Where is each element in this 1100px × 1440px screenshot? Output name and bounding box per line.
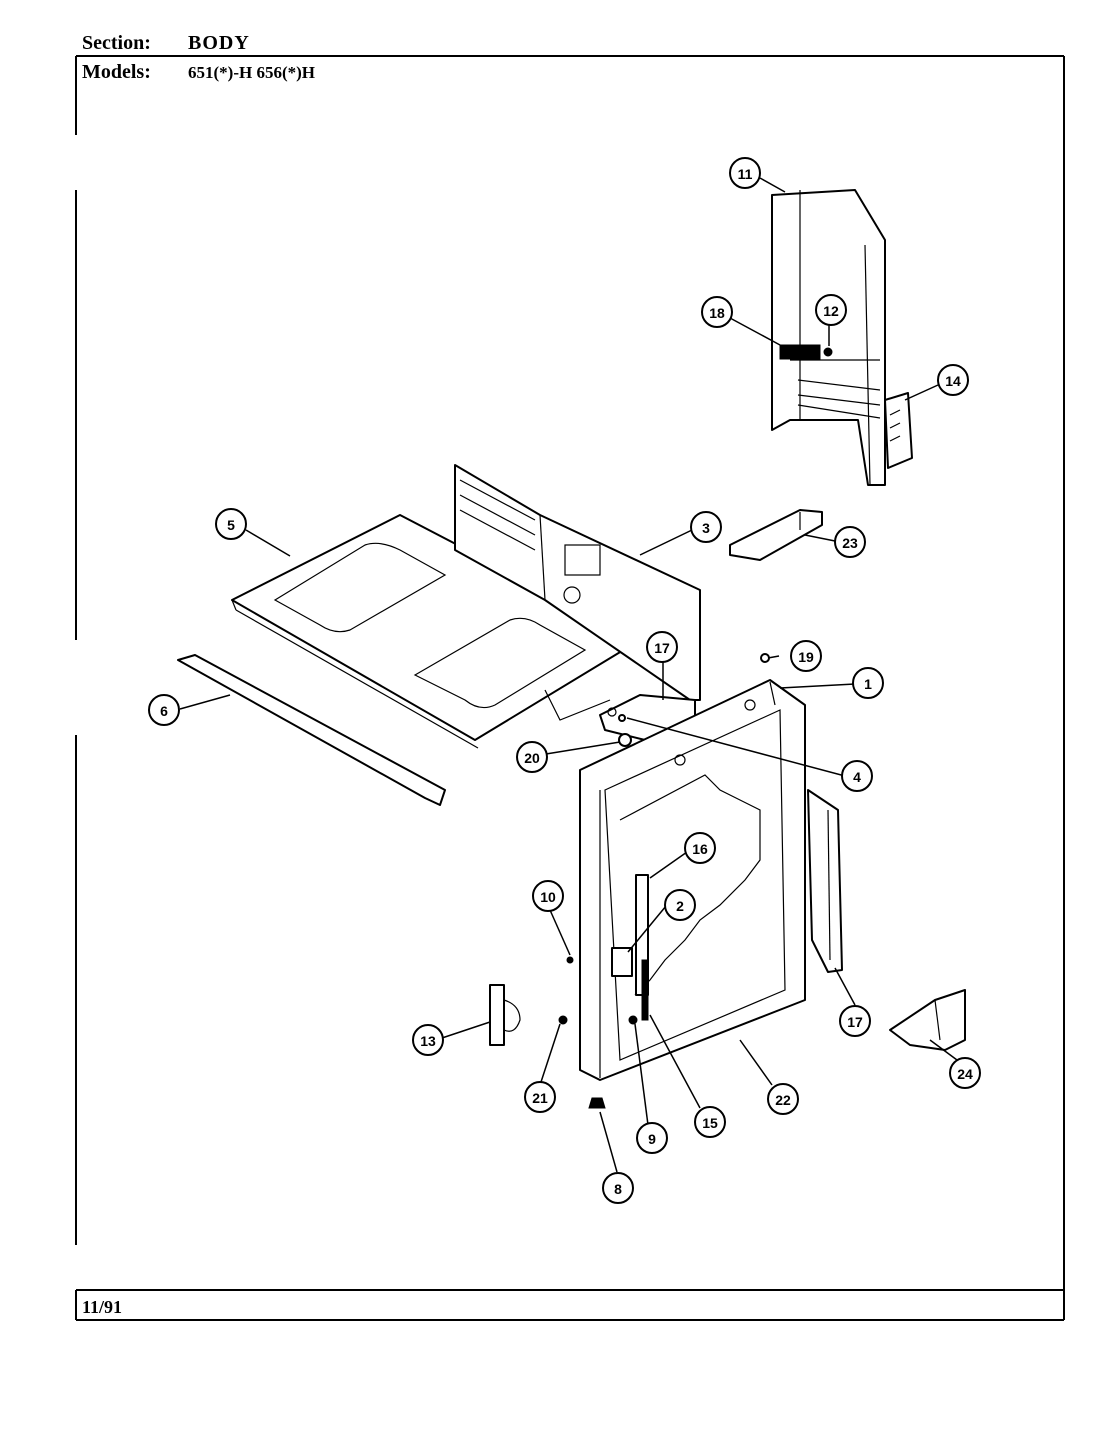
part-rear-panel	[771, 189, 913, 486]
callout-22: 22	[767, 1083, 799, 1115]
callout-label: 17	[654, 640, 670, 656]
callout-18: 18	[701, 296, 733, 328]
part-screw-10	[566, 956, 574, 964]
callout-6: 6	[148, 694, 180, 726]
callout-label: 24	[957, 1066, 973, 1082]
callout-10: 10	[532, 880, 564, 912]
callout-label: 2	[676, 898, 684, 914]
models-label: Models:	[82, 61, 151, 83]
section-label: Section:	[82, 32, 151, 54]
part-screw-19	[760, 653, 770, 663]
callout-17a: 17	[646, 631, 678, 663]
callout-label: 17	[847, 1014, 863, 1030]
callout-21: 21	[524, 1081, 556, 1113]
callout-1: 1	[852, 667, 884, 699]
callout-label: 22	[775, 1092, 791, 1108]
callout-label: 20	[524, 750, 540, 766]
callout-19: 19	[790, 640, 822, 672]
section-value: BODY	[188, 32, 250, 54]
part-rod-15	[641, 959, 649, 1021]
callout-5: 5	[215, 508, 247, 540]
callout-label: 9	[648, 1131, 656, 1147]
part-front-rail	[177, 654, 446, 806]
callout-label: 10	[540, 889, 556, 905]
part-hinge-13	[489, 984, 521, 1046]
callout-label: 16	[692, 841, 708, 857]
callout-3: 3	[690, 511, 722, 543]
footer-date: 11/91	[82, 1297, 123, 1317]
part-screw-9	[628, 1015, 638, 1025]
callout-label: 12	[823, 303, 839, 319]
callout-24: 24	[949, 1057, 981, 1089]
callout-12: 12	[815, 294, 847, 326]
callout-13: 13	[412, 1024, 444, 1056]
part-leg-8	[588, 1097, 606, 1109]
part-clip-2	[611, 947, 633, 977]
callout-label: 19	[798, 649, 814, 665]
part-bracket-24	[889, 989, 966, 1051]
callout-4: 4	[841, 760, 873, 792]
callout-label: 14	[945, 373, 961, 389]
callout-15: 15	[694, 1106, 726, 1138]
callout-8: 8	[602, 1172, 634, 1204]
callout-label: 11	[738, 166, 753, 182]
callout-label: 8	[614, 1181, 622, 1197]
callout-label: 15	[702, 1115, 718, 1131]
callout-label: 6	[160, 703, 168, 719]
callout-label: 18	[709, 305, 725, 321]
callout-17b: 17	[839, 1005, 871, 1037]
part-bracket-17-lower	[807, 789, 843, 973]
part-nut-21	[558, 1015, 568, 1025]
part-fitting-20	[618, 733, 632, 747]
part-bracket-23	[729, 509, 823, 561]
callout-label: 23	[842, 535, 858, 551]
callout-label: 1	[864, 676, 872, 692]
models-value: 651(*)-H 656(*)H	[188, 63, 316, 82]
callout-9: 9	[636, 1122, 668, 1154]
callout-16: 16	[684, 832, 716, 864]
callout-label: 4	[853, 769, 861, 785]
callout-label: 21	[532, 1090, 548, 1106]
leader-lines	[179, 177, 958, 1173]
page-frame	[75, 55, 1065, 1321]
callout-label: 3	[702, 520, 710, 536]
part-body-frame	[579, 679, 806, 1081]
callout-23: 23	[834, 526, 866, 558]
part-screw-4	[618, 714, 626, 722]
callout-label: 5	[227, 517, 235, 533]
callout-14: 14	[937, 364, 969, 396]
callout-label: 13	[420, 1033, 436, 1049]
callout-20: 20	[516, 741, 548, 773]
callout-2: 2	[664, 889, 696, 921]
callout-11: 11	[729, 157, 761, 189]
